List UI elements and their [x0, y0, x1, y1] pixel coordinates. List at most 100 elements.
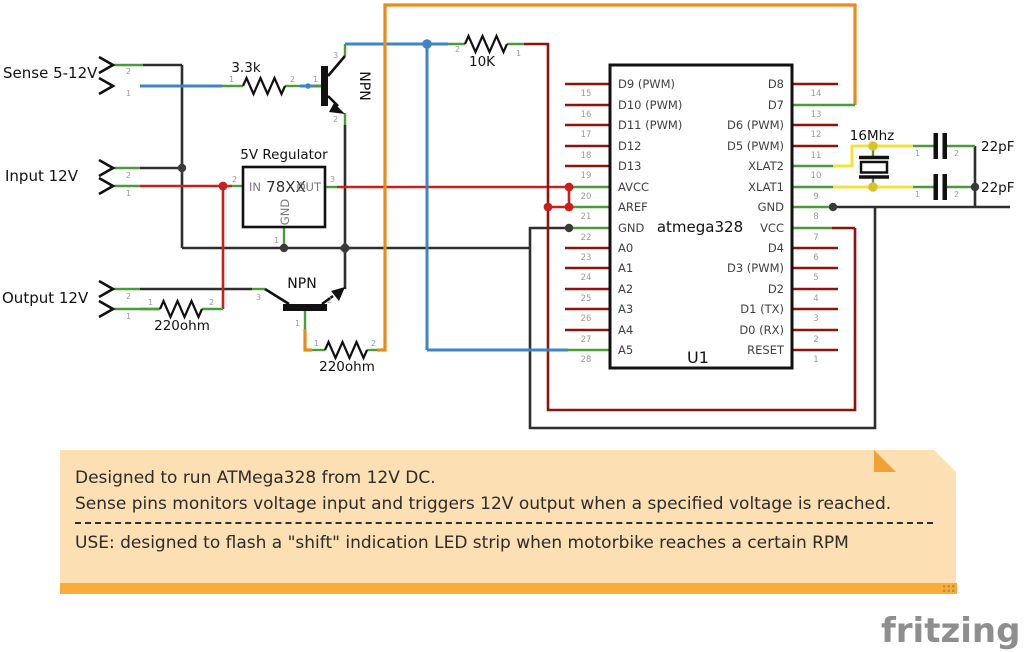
pin-label: A3: [618, 302, 633, 316]
wire-vcc-bottom-loop: [546, 207, 857, 412]
pin-number: 6: [813, 253, 818, 263]
pin-number: 2: [126, 292, 131, 301]
pin-number: 2: [813, 335, 818, 345]
pin-number: 2: [126, 67, 131, 76]
transistor-npn1: NPN 3 2: [321, 51, 372, 124]
green-pin-segments: [113, 42, 975, 352]
npn1-label: NPN: [356, 71, 372, 100]
npn1-base-bar: [321, 66, 328, 106]
npn2-right-lead: [321, 294, 334, 306]
pin-label: A1: [618, 261, 633, 275]
pin-label: XLAT1: [748, 180, 784, 194]
chip-right-pin-numbers: 14 13 12 11 10 9 8 7 6 5 4 3 2 1: [811, 89, 822, 365]
resistor-3k3: [241, 75, 287, 97]
pin-number: 1: [148, 298, 153, 307]
chip-right-stubs: [792, 82, 855, 352]
resistor-3k3-value: 3.3k: [231, 60, 260, 76]
npn2-label: NPN: [287, 276, 316, 292]
cap-plate: [933, 133, 938, 159]
resistor-10k: [463, 33, 509, 55]
chip-left-pin-labels: D9 (PWM) D10 (PWM) D11 (PWM) D12 D13 AVC…: [618, 77, 682, 357]
pin-label: D6 (PWM): [727, 118, 784, 132]
pin-number: 2: [327, 296, 332, 305]
sticky-note-bottom-bar: [60, 583, 957, 594]
pin-label: D8: [768, 77, 784, 91]
pin-number: 1: [229, 75, 234, 84]
capacitor-c2: 22pF 1 2: [915, 174, 1015, 200]
pin-number: 1: [126, 89, 131, 98]
pin-label: D10 (PWM): [618, 98, 682, 112]
cap1-value: 22pF: [981, 139, 1015, 155]
pin-label: RESET: [747, 343, 785, 357]
npn1-emitter-arrow: [329, 103, 345, 114]
pin-number: 13: [811, 110, 822, 120]
wire-gnd-bottom-loop: [528, 207, 877, 430]
pin-label: AREF: [618, 200, 648, 214]
orange-net-wires: [303, 3, 857, 352]
pin-number: 15: [581, 89, 592, 99]
pin-number: 21: [581, 212, 592, 222]
junction-dot: [564, 223, 574, 233]
pin-label: D7: [768, 98, 784, 112]
pin-number: 11: [811, 151, 822, 161]
crystal-body: [859, 160, 889, 174]
wire-10k-down: [524, 42, 550, 207]
pin-number: 1: [516, 49, 521, 58]
connector-pin-numbers: 2 1 2 1 2 1: [126, 67, 131, 321]
pin-label: XLAT2: [748, 159, 784, 173]
junction-dot: [279, 243, 289, 253]
pin-label: D1 (TX): [740, 302, 784, 316]
pin-number: 3: [813, 314, 818, 324]
pin-label: A5: [618, 343, 633, 357]
pin-number: 2: [290, 75, 295, 84]
pin-number: 23: [581, 253, 592, 263]
pin-label: D11 (PWM): [618, 118, 682, 132]
regulator-body: [241, 165, 327, 229]
junction-dot-red: [543, 202, 553, 212]
pin-label: D5 (PWM): [727, 139, 784, 153]
pin-number: 24: [581, 273, 592, 283]
schematic-canvas: atmega328 U1 D9 (PWM) D10 (PWM) D11 (PWM…: [2, 3, 1015, 430]
pin-label: D2: [768, 282, 784, 296]
pin-label: A4: [618, 323, 633, 337]
blue-net-wires: [140, 42, 568, 352]
transistor-npn2: NPN 3 2 1: [256, 276, 345, 328]
sticky-note-text: Designed to run ATMega328 from 12V DC. S…: [75, 466, 935, 557]
chip-body: [608, 63, 794, 370]
pin-label: A2: [618, 282, 633, 296]
pin-number: 17: [581, 130, 592, 140]
pin-label: D0 (RX): [739, 323, 784, 337]
pin-number: 1: [126, 189, 131, 198]
wire-orange-loop-d7: [377, 3, 857, 352]
fritzing-watermark: fritzing: [881, 611, 1021, 651]
pin-number: 2: [333, 115, 338, 124]
capacitor-c1: 22pF 1 2: [915, 133, 1015, 159]
pin-number: 5: [813, 273, 818, 283]
sticky-note-grip-dots: [942, 584, 955, 593]
pin-number: 3: [330, 175, 335, 184]
output-pin2-chevron: [98, 279, 116, 299]
pin-number: 19: [581, 171, 592, 181]
pin-number: 1: [915, 190, 920, 199]
npn2-left-lead: [264, 287, 290, 306]
pin-label: D12: [618, 139, 642, 153]
pin-number: 2: [371, 339, 376, 348]
pin-label: D4: [768, 241, 784, 255]
pin-label: GND: [618, 221, 645, 235]
chip-name: atmega328: [657, 218, 743, 236]
pin-label: D3 (PWM): [727, 261, 784, 275]
wire-blue-to-a5: [425, 44, 568, 352]
pin-number: 1: [915, 149, 920, 158]
note-line-3: USE: designed to flash a "shift" indicat…: [75, 533, 849, 553]
pin-number: 1: [274, 236, 279, 245]
npn1-emitter: [327, 95, 339, 107]
connector-chevrons: [98, 55, 116, 319]
junction-dot: [177, 163, 187, 173]
resistor-pin-numbers: 1 2 1 2 1 1 2 1 2: [148, 45, 521, 348]
junction-dot-yellow: [868, 182, 878, 192]
junction-dot-red: [218, 181, 228, 191]
sticky-note: [60, 450, 956, 583]
chip-right-pin-labels: D8 D7 D6 (PWM) D5 (PWM) XLAT2 XLAT1 GND …: [727, 77, 785, 357]
sense-label: Sense 5-12V: [3, 64, 98, 82]
